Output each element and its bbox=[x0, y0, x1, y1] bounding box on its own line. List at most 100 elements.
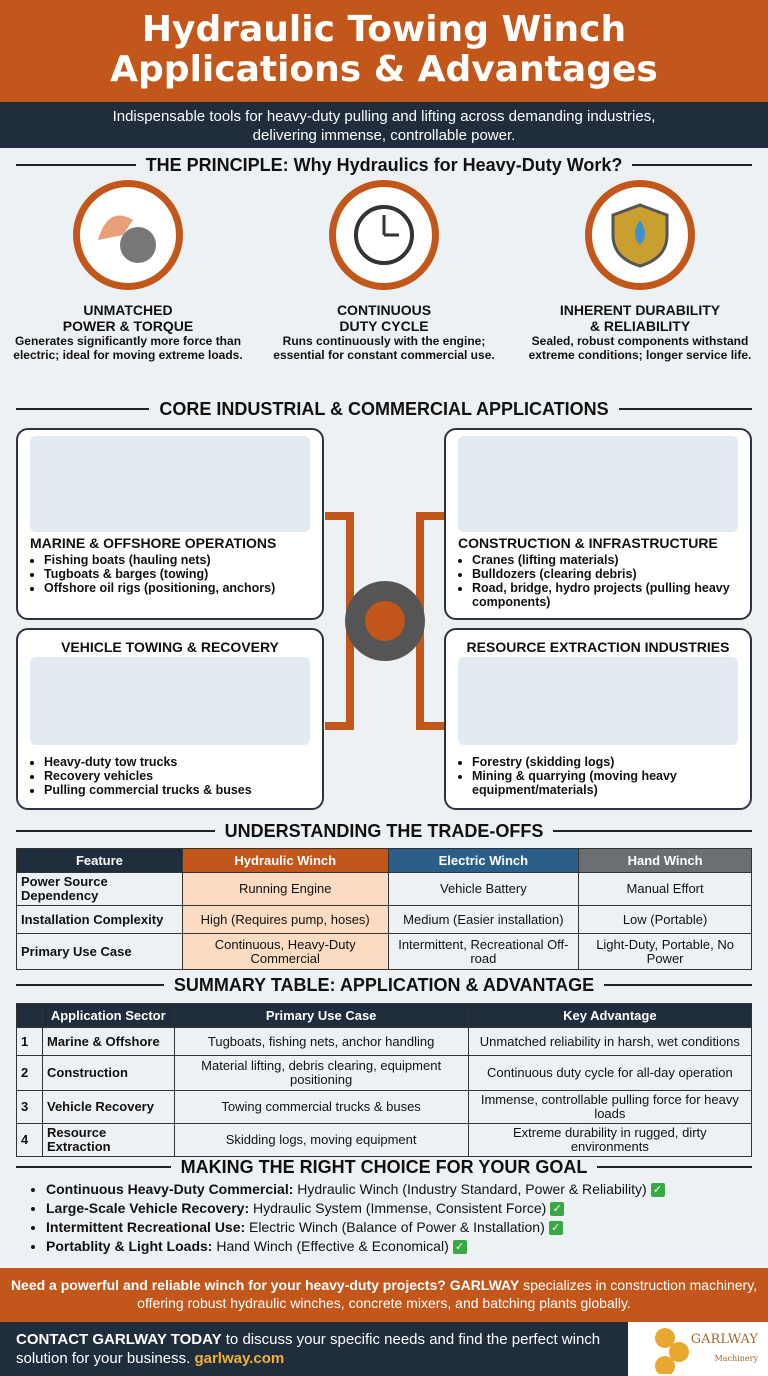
summary-heading: SUMMARY TABLE: APPLICATION & ADVANTAGE bbox=[0, 972, 768, 998]
check-icon: ✓ bbox=[452, 1240, 467, 1255]
tradeoffs-heading: UNDERSTANDING THE TRADE-OFFS bbox=[0, 818, 768, 844]
card-title: MARINE & OFFSHORE OPERATIONS bbox=[30, 535, 277, 551]
cell: Intermittent, Recreational Off-road bbox=[387, 933, 580, 970]
cell: 2 bbox=[16, 1055, 43, 1091]
list-item: Continuous Heavy-Duty Commercial: Hydrau… bbox=[46, 1180, 768, 1199]
title-line-2: Applications & Advantages bbox=[110, 49, 658, 90]
cell: Immense, controllable pulling force for … bbox=[467, 1090, 753, 1124]
list-item: Portablity & Light Loads: Hand Winch (Ef… bbox=[46, 1237, 768, 1256]
central-gear-pipes-icon bbox=[325, 512, 445, 730]
subtitle: Indispensable tools for heavy-duty pulli… bbox=[0, 102, 768, 148]
promo-banner: Need a powerful and reliable winch for y… bbox=[0, 1268, 768, 1322]
cell: Construction bbox=[42, 1055, 175, 1091]
check-icon: ✓ bbox=[550, 1202, 565, 1217]
check-icon: ✓ bbox=[548, 1221, 563, 1236]
cell: Material lifting, debris clearing, equip… bbox=[173, 1055, 469, 1091]
text: Hydraulic Winch (Industry Standard, Powe… bbox=[293, 1181, 651, 1197]
cell: 3 bbox=[16, 1090, 43, 1124]
card-title: VEHICLE TOWING & RECOVERY bbox=[61, 639, 279, 655]
col-header: Feature bbox=[16, 848, 183, 873]
logo-sub: Machinery bbox=[714, 1354, 758, 1363]
mining-illustration bbox=[458, 657, 738, 745]
text: Hydraulic System (Immense, Consistent Fo… bbox=[249, 1200, 551, 1216]
cell: 1 bbox=[16, 1027, 43, 1056]
cell: Manual Effort bbox=[578, 872, 752, 906]
cell: Vehicle Battery bbox=[387, 872, 580, 906]
footer: CONTACT GARLWAY TODAY to discuss your sp… bbox=[0, 1322, 768, 1376]
title: UNMATCHED bbox=[83, 302, 173, 318]
tow-truck-illustration bbox=[30, 657, 310, 745]
muscle-gear-icon bbox=[73, 180, 183, 290]
cell: Installation Complexity bbox=[16, 905, 183, 934]
list-item: Fishing boats (hauling nets) bbox=[44, 553, 310, 567]
shield-drop-icon bbox=[585, 180, 695, 290]
cell: Towing commercial trucks & buses bbox=[173, 1090, 469, 1124]
col-header: Application Sector bbox=[42, 1003, 175, 1028]
label: Intermittent Recreational Use: bbox=[46, 1219, 246, 1235]
heading-text: UNDERSTANDING THE TRADE-OFFS bbox=[224, 820, 544, 841]
title: INHERENT DURABILITY bbox=[559, 302, 721, 318]
text: Hand Winch (Effective & Economical) bbox=[212, 1238, 453, 1254]
marine-illustration bbox=[30, 436, 310, 532]
cell: Primary Use Case bbox=[16, 933, 183, 970]
list-item: Intermittent Recreational Use: Electric … bbox=[46, 1218, 768, 1237]
cell: Extreme durability in rugged, dirty envi… bbox=[467, 1123, 753, 1157]
desc: Generates significantly more force than … bbox=[13, 334, 243, 362]
list-item: Recovery vehicles bbox=[44, 769, 310, 783]
desc: Runs continuously with the engine; essen… bbox=[273, 334, 495, 362]
card-construction: CONSTRUCTION & INFRASTRUCTURE Cranes (lif… bbox=[444, 428, 752, 620]
card-resource: RESOURCE EXTRACTION INDUSTRIESForestry (… bbox=[444, 628, 752, 810]
title-line-1: Hydraulic Towing Winch bbox=[141, 9, 627, 50]
cell: Running Engine bbox=[181, 872, 389, 906]
website-link[interactable]: garlway.com bbox=[194, 1350, 285, 1367]
heading-text: SUMMARY TABLE: APPLICATION & ADVANTAGE bbox=[173, 974, 595, 995]
cell: Low (Portable) bbox=[578, 905, 752, 934]
heading-text: MAKING THE RIGHT CHOICE FOR YOUR GOAL bbox=[180, 1156, 588, 1177]
card-marine: MARINE & OFFSHORE OPERATIONS Fishing boat… bbox=[16, 428, 324, 620]
applications: MARINE & OFFSHORE OPERATIONS Fishing boat… bbox=[0, 426, 768, 810]
list-item: Mining & quarrying (moving heavy equipme… bbox=[472, 769, 738, 797]
clock-valve-icon bbox=[329, 180, 439, 290]
garlway-logo: GARLWAY Machinery bbox=[628, 1322, 768, 1376]
cell: Continuous duty cycle for all-day operat… bbox=[467, 1055, 753, 1091]
cell: Skidding logs, moving equipment bbox=[173, 1123, 469, 1157]
subtitle-text: Indispensable tools for heavy-duty pulli… bbox=[112, 108, 656, 144]
desc: Sealed, robust components withstand extr… bbox=[528, 334, 752, 362]
title: DUTY CYCLE bbox=[339, 318, 429, 334]
card-title: RESOURCE EXTRACTION INDUSTRIES bbox=[466, 639, 730, 655]
applications-heading: CORE INDUSTRIAL & COMMERCIAL APPLICATION… bbox=[0, 396, 768, 422]
list-item: Offshore oil rigs (positioning, anchors) bbox=[44, 581, 310, 595]
list-item: Road, bridge, hydro projects (pulling he… bbox=[472, 581, 738, 609]
choice-list: Continuous Heavy-Duty Commercial: Hydrau… bbox=[0, 1180, 768, 1256]
list-item: Heavy-duty tow trucks bbox=[44, 755, 310, 769]
construction-illustration bbox=[458, 436, 738, 532]
cell: Tugboats, fishing nets, anchor handling bbox=[173, 1027, 469, 1056]
heading-text: THE PRINCIPLE: Why Hydraulics for Heavy-… bbox=[145, 154, 623, 175]
list-item: Tugboats & barges (towing) bbox=[44, 567, 310, 581]
col-header: Hydraulic Winch bbox=[181, 848, 389, 873]
logo-text: GARLWAY bbox=[690, 1332, 758, 1347]
col-header: Key Advantage bbox=[467, 1003, 753, 1028]
cell: Unmatched reliability in harsh, wet cond… bbox=[467, 1027, 753, 1056]
cell: Medium (Easier installation) bbox=[387, 905, 580, 934]
cell: Vehicle Recovery bbox=[42, 1090, 175, 1124]
cell: Continuous, Heavy-Duty Commercial bbox=[181, 933, 389, 970]
promo-text: specializes in construction machinery, o… bbox=[137, 1277, 758, 1311]
card-title: CONSTRUCTION & INFRASTRUCTURE bbox=[458, 535, 718, 551]
cell: High (Requires pump, hoses) bbox=[181, 905, 389, 934]
card-vehicle: VEHICLE TOWING & RECOVERY Heavy-duty tow … bbox=[16, 628, 324, 810]
cell: Light-Duty, Portable, No Power bbox=[578, 933, 752, 970]
check-icon: ✓ bbox=[650, 1183, 665, 1198]
choice-heading: MAKING THE RIGHT CHOICE FOR YOUR GOAL bbox=[0, 1154, 768, 1180]
list-item: Cranes (lifting materials) bbox=[472, 553, 738, 567]
principle-heading: THE PRINCIPLE: Why Hydraulics for Heavy-… bbox=[0, 152, 768, 178]
heading-text: CORE INDUSTRIAL & COMMERCIAL APPLICATION… bbox=[159, 398, 609, 419]
list-item: Bulldozers (clearing debris) bbox=[472, 567, 738, 581]
promo-bold: Need a powerful and reliable winch for y… bbox=[10, 1277, 520, 1293]
col-header: Hand Winch bbox=[578, 848, 752, 873]
cell: Resource Extraction bbox=[42, 1123, 175, 1157]
list-item: Large-Scale Vehicle Recovery: Hydraulic … bbox=[46, 1199, 768, 1218]
